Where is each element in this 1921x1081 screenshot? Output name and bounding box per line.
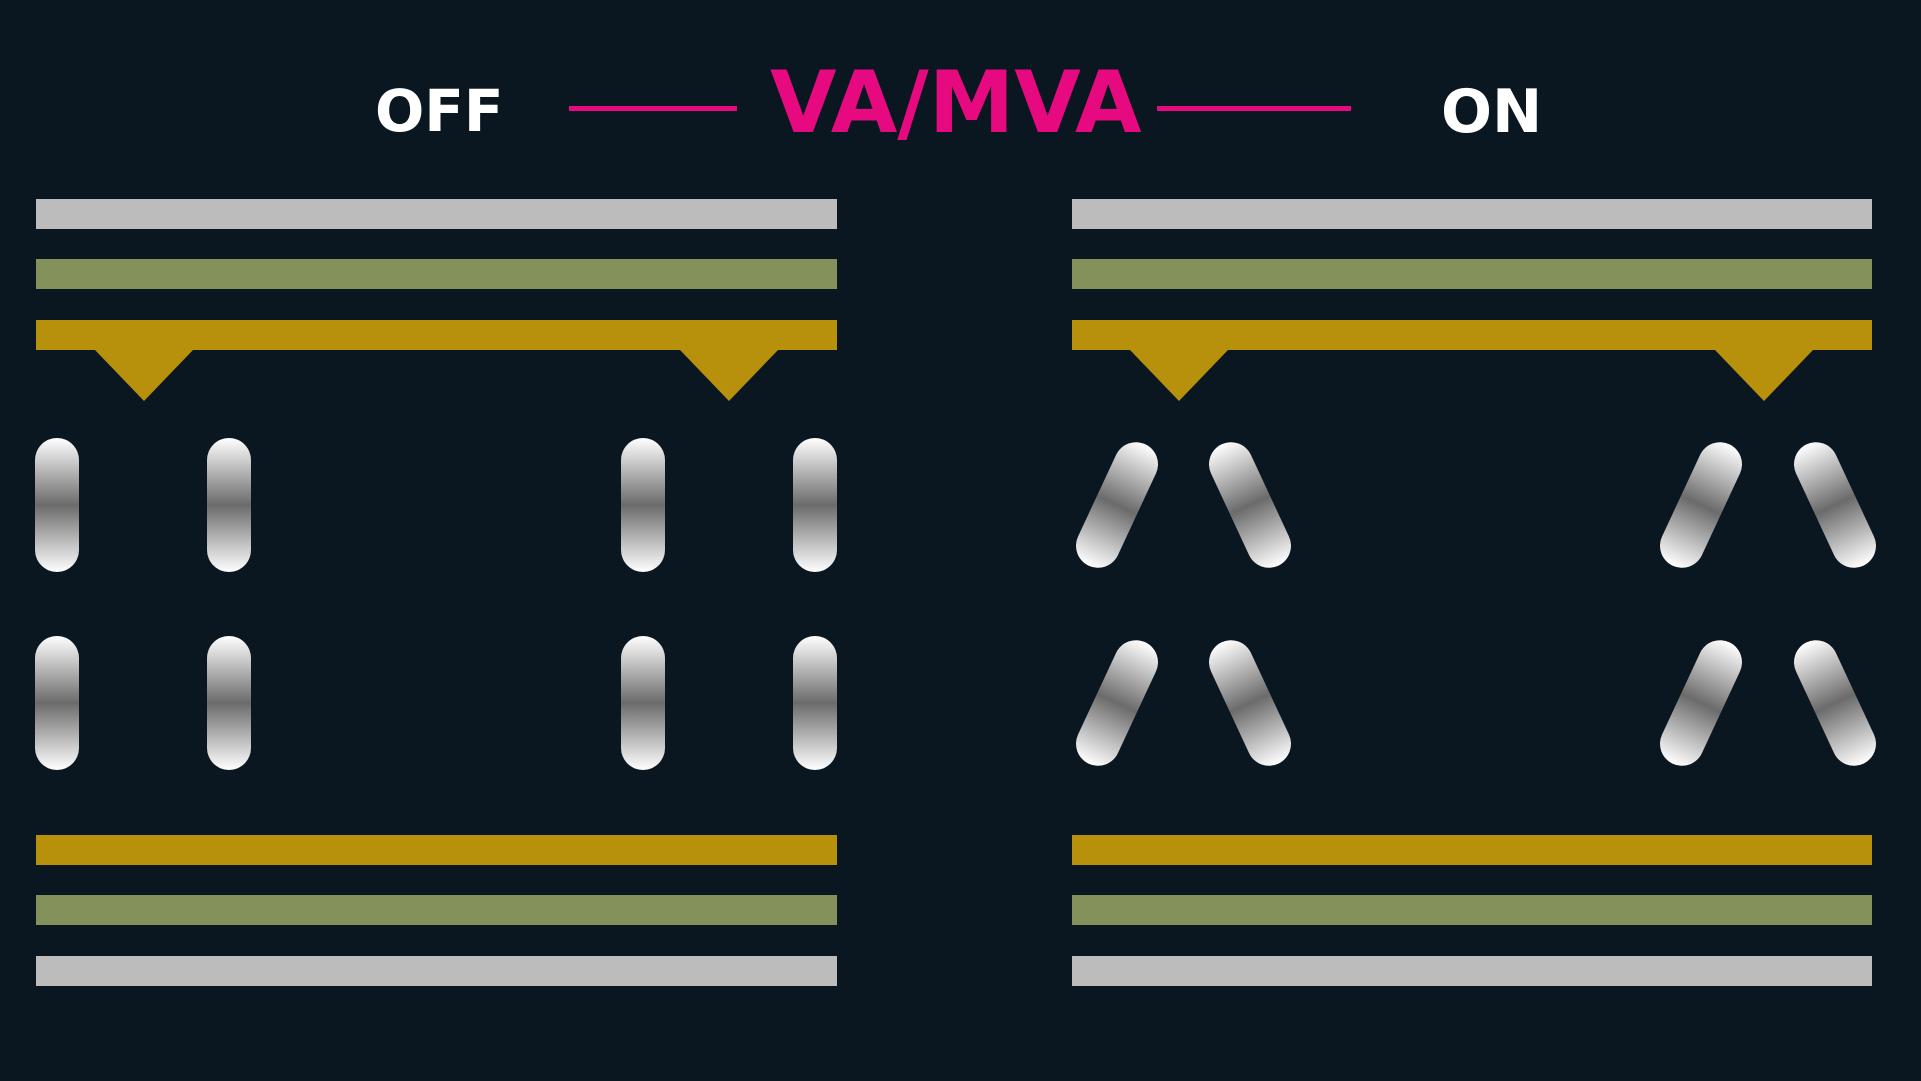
- off-label: OFF: [375, 77, 504, 145]
- off-top-polarizer: [36, 199, 837, 229]
- off-bottom-substrate: [36, 895, 837, 925]
- on-crystal-r1-c2: [1208, 442, 1292, 568]
- off-crystal-r1-c3: [621, 438, 665, 572]
- on-crystal-r2-c4: [1793, 640, 1877, 766]
- off-protrusion-1: [95, 350, 193, 401]
- on-top-polarizer: [1072, 199, 1872, 229]
- off-crystal-r2-c4: [793, 636, 837, 770]
- on-crystal-r1-c1: [1075, 442, 1159, 568]
- on-crystal-r2-c3: [1659, 640, 1743, 766]
- on-top-substrate: [1072, 259, 1872, 289]
- off-top-electrode: [36, 320, 837, 350]
- off-crystal-r1-c2: [207, 438, 251, 572]
- on-protrusion-2: [1715, 350, 1813, 401]
- off-crystal-r1-c1: [35, 438, 79, 572]
- off-bottom-electrode: [36, 835, 837, 865]
- title-rule-left: [569, 106, 737, 111]
- off-crystal-r1-c4: [793, 438, 837, 572]
- on-top-electrode: [1072, 320, 1872, 350]
- on-bottom-polarizer: [1072, 956, 1872, 986]
- diagram-title: VA/MVA: [770, 53, 1142, 153]
- off-bottom-polarizer: [36, 956, 837, 986]
- off-crystal-r2-c2: [207, 636, 251, 770]
- off-protrusion-2: [680, 350, 778, 401]
- on-crystal-r1-c3: [1659, 442, 1743, 568]
- off-crystal-r2-c1: [35, 636, 79, 770]
- off-top-substrate: [36, 259, 837, 289]
- on-protrusion-1: [1130, 350, 1228, 401]
- on-crystal-r2-c2: [1208, 640, 1292, 766]
- on-bottom-substrate: [1072, 895, 1872, 925]
- off-crystal-r2-c3: [621, 636, 665, 770]
- on-crystal-r1-c4: [1793, 442, 1877, 568]
- title-rule-right: [1157, 106, 1351, 111]
- on-bottom-electrode: [1072, 835, 1872, 865]
- on-label: ON: [1441, 77, 1543, 147]
- on-crystal-r2-c1: [1075, 640, 1159, 766]
